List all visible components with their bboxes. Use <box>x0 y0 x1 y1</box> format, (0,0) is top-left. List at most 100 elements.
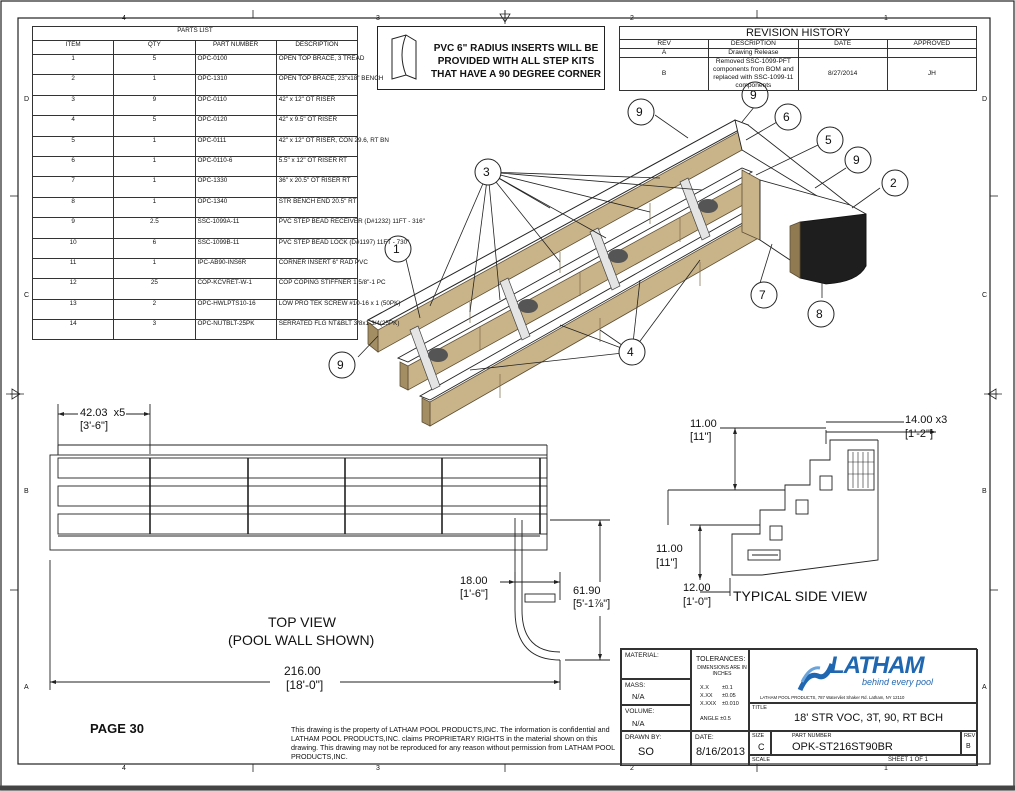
parts-part-number: OPC-0111 <box>194 135 277 157</box>
logo-cell: LATHAM behind every pool LATHAM POOL PRO… <box>749 649 978 703</box>
parts-description: LOW PRO TEK SCREW #10-16 x 1 (50PK) <box>275 298 400 321</box>
zone-top-2: 2 <box>630 15 634 22</box>
parts-qty: 1 <box>113 155 196 178</box>
dim-spacing: 42.03 x5 <box>80 407 125 419</box>
parts-description: 42" x 12" OT RISER, CON 29.6, RT BN <box>275 135 389 157</box>
parts-list-title: PARTS LIST <box>32 26 358 41</box>
mass-cell: MASS: N/A <box>621 679 691 705</box>
parts-header-part-number: PART NUMBER <box>194 40 277 55</box>
drawn-by-cell: DRAWN BY: SO <box>621 731 691 766</box>
parts-qty: 25 <box>113 278 196 300</box>
latham-logo: LATHAM <box>830 652 925 679</box>
parts-description: 42" x 12" OT RISER <box>275 94 359 117</box>
parts-description: COP COPING STIFFNER 1 5/8"-1 PC <box>275 278 386 300</box>
part-number-value: OPK-ST216ST90BR <box>792 741 893 753</box>
dim-rise2-ft: [11"] <box>656 557 678 569</box>
rev-b-rev: B <box>618 57 710 91</box>
parts-qty: 6 <box>113 237 196 259</box>
balloon-4: 4 <box>627 345 634 359</box>
revision-title: REVISION HISTORY <box>619 26 977 40</box>
parts-qty: 1 <box>113 135 196 157</box>
logo-tagline: behind every pool <box>862 677 934 687</box>
parts-part-number: OPC-NUTBLT-25PK <box>194 319 277 341</box>
zone-top-3: 3 <box>376 15 380 22</box>
zone-right-c: C <box>982 292 988 299</box>
dim-bottom: 12.00 <box>683 582 711 594</box>
material-label: MATERIAL: <box>625 652 659 659</box>
parts-description: 42" x 9.5" OT RISER <box>275 115 359 137</box>
parts-description: PVC STEP BEAD LOCK (D#1197) 11FT - 730" <box>275 237 409 259</box>
company-address: LATHAM POOL PRODUCTS, 787 Watervliet Sha… <box>760 695 905 700</box>
parts-description: 5.5" x 12" OT RISER RT <box>275 155 359 178</box>
dims-note: DIMENSIONS ARE IN INCHES <box>697 665 747 677</box>
balloon-5: 5 <box>825 133 832 147</box>
parts-description: PVC STEP BEAD RECEIVER (D#1232) 11FT - 3… <box>275 217 425 239</box>
balloon-9a: 9 <box>636 105 643 119</box>
balloon-9b: 9 <box>750 88 757 102</box>
parts-item: 9 <box>31 217 115 239</box>
mass-label: MASS: <box>625 682 646 689</box>
parts-item: 14 <box>31 319 115 341</box>
zone-top-4: 4 <box>122 15 126 22</box>
tol-x-label: X.X <box>700 685 709 691</box>
page-label: PAGE 30 <box>90 721 144 736</box>
parts-item: 13 <box>31 298 115 321</box>
dim-spacing-count: x5 <box>113 407 126 419</box>
volume-value: N/A <box>632 719 645 728</box>
rev-header-rev: REV <box>618 39 710 49</box>
parts-description: OPEN TOP BRACE, 3 TREAD <box>275 53 364 76</box>
rev-cell: REV B <box>961 731 978 755</box>
parts-header-qty: QTY <box>113 40 196 55</box>
tolerances-label: TOLERANCES: <box>696 656 746 663</box>
size-label: SIZE <box>752 733 765 739</box>
zone-bottom-3: 3 <box>376 765 380 772</box>
disclaimer-text: This drawing is the property of LATHAM P… <box>291 725 615 761</box>
parts-part-number: OPC-0110 <box>194 94 277 117</box>
rev-header-approved: APPROVED <box>886 39 978 49</box>
parts-item: 4 <box>31 115 115 137</box>
balloon-3: 3 <box>483 165 490 179</box>
parts-list-table: PARTS LIST ITEM QTY PART NUMBER DESCRIPT… <box>31 26 425 341</box>
parts-part-number: SSC-1099A-11 <box>194 217 277 239</box>
parts-qty: 5 <box>113 115 196 137</box>
parts-item: 8 <box>31 196 115 219</box>
parts-item: 11 <box>31 257 115 280</box>
zone-top-1: 1 <box>884 15 888 22</box>
drawn-by-label: DRAWN BY: <box>625 734 662 741</box>
parts-qty: 9 <box>113 94 196 117</box>
title-cell: TITLE 18' STR VOC, 3T, 90, RT BCH <box>749 703 978 731</box>
zone-bottom-2: 2 <box>630 765 634 772</box>
rev-b-description: Removed SSC-1099-PFT components from BOM… <box>708 57 799 91</box>
volume-label: VOLUME: <box>625 708 655 715</box>
parts-part-number: OPC-0120 <box>194 115 277 137</box>
rev-b-date: 8/27/2014 <box>797 57 888 91</box>
scale-label: SCALE <box>752 757 771 763</box>
zone-left-d: D <box>24 96 30 103</box>
parts-item: 10 <box>31 237 115 259</box>
parts-item: 6 <box>31 155 115 178</box>
dim-bench-ft: [1'-6"] <box>460 588 489 600</box>
parts-qty: 1 <box>113 74 196 96</box>
zone-bottom-4: 4 <box>122 765 126 772</box>
parts-qty: 3 <box>113 319 196 341</box>
parts-description: SERRATED FLG NT&BLT 3/8x1-3/4(25PK) <box>275 319 399 341</box>
size-cell: SIZE C <box>749 731 771 755</box>
drawing-title: 18' STR VOC, 3T, 90, RT BCH <box>794 712 944 724</box>
balloon-9d: 9 <box>337 358 344 372</box>
date-label: DATE: <box>695 734 714 741</box>
parts-part-number: COP-KCVRET-W-1 <box>194 278 277 300</box>
zone-left-b: B <box>24 488 29 495</box>
parts-item: 1 <box>31 53 115 76</box>
parts-part-number: OPC-1330 <box>194 176 277 198</box>
dim-spacing-value: 42.03 <box>80 407 108 419</box>
tol-xx-label: X.XX <box>700 693 713 699</box>
